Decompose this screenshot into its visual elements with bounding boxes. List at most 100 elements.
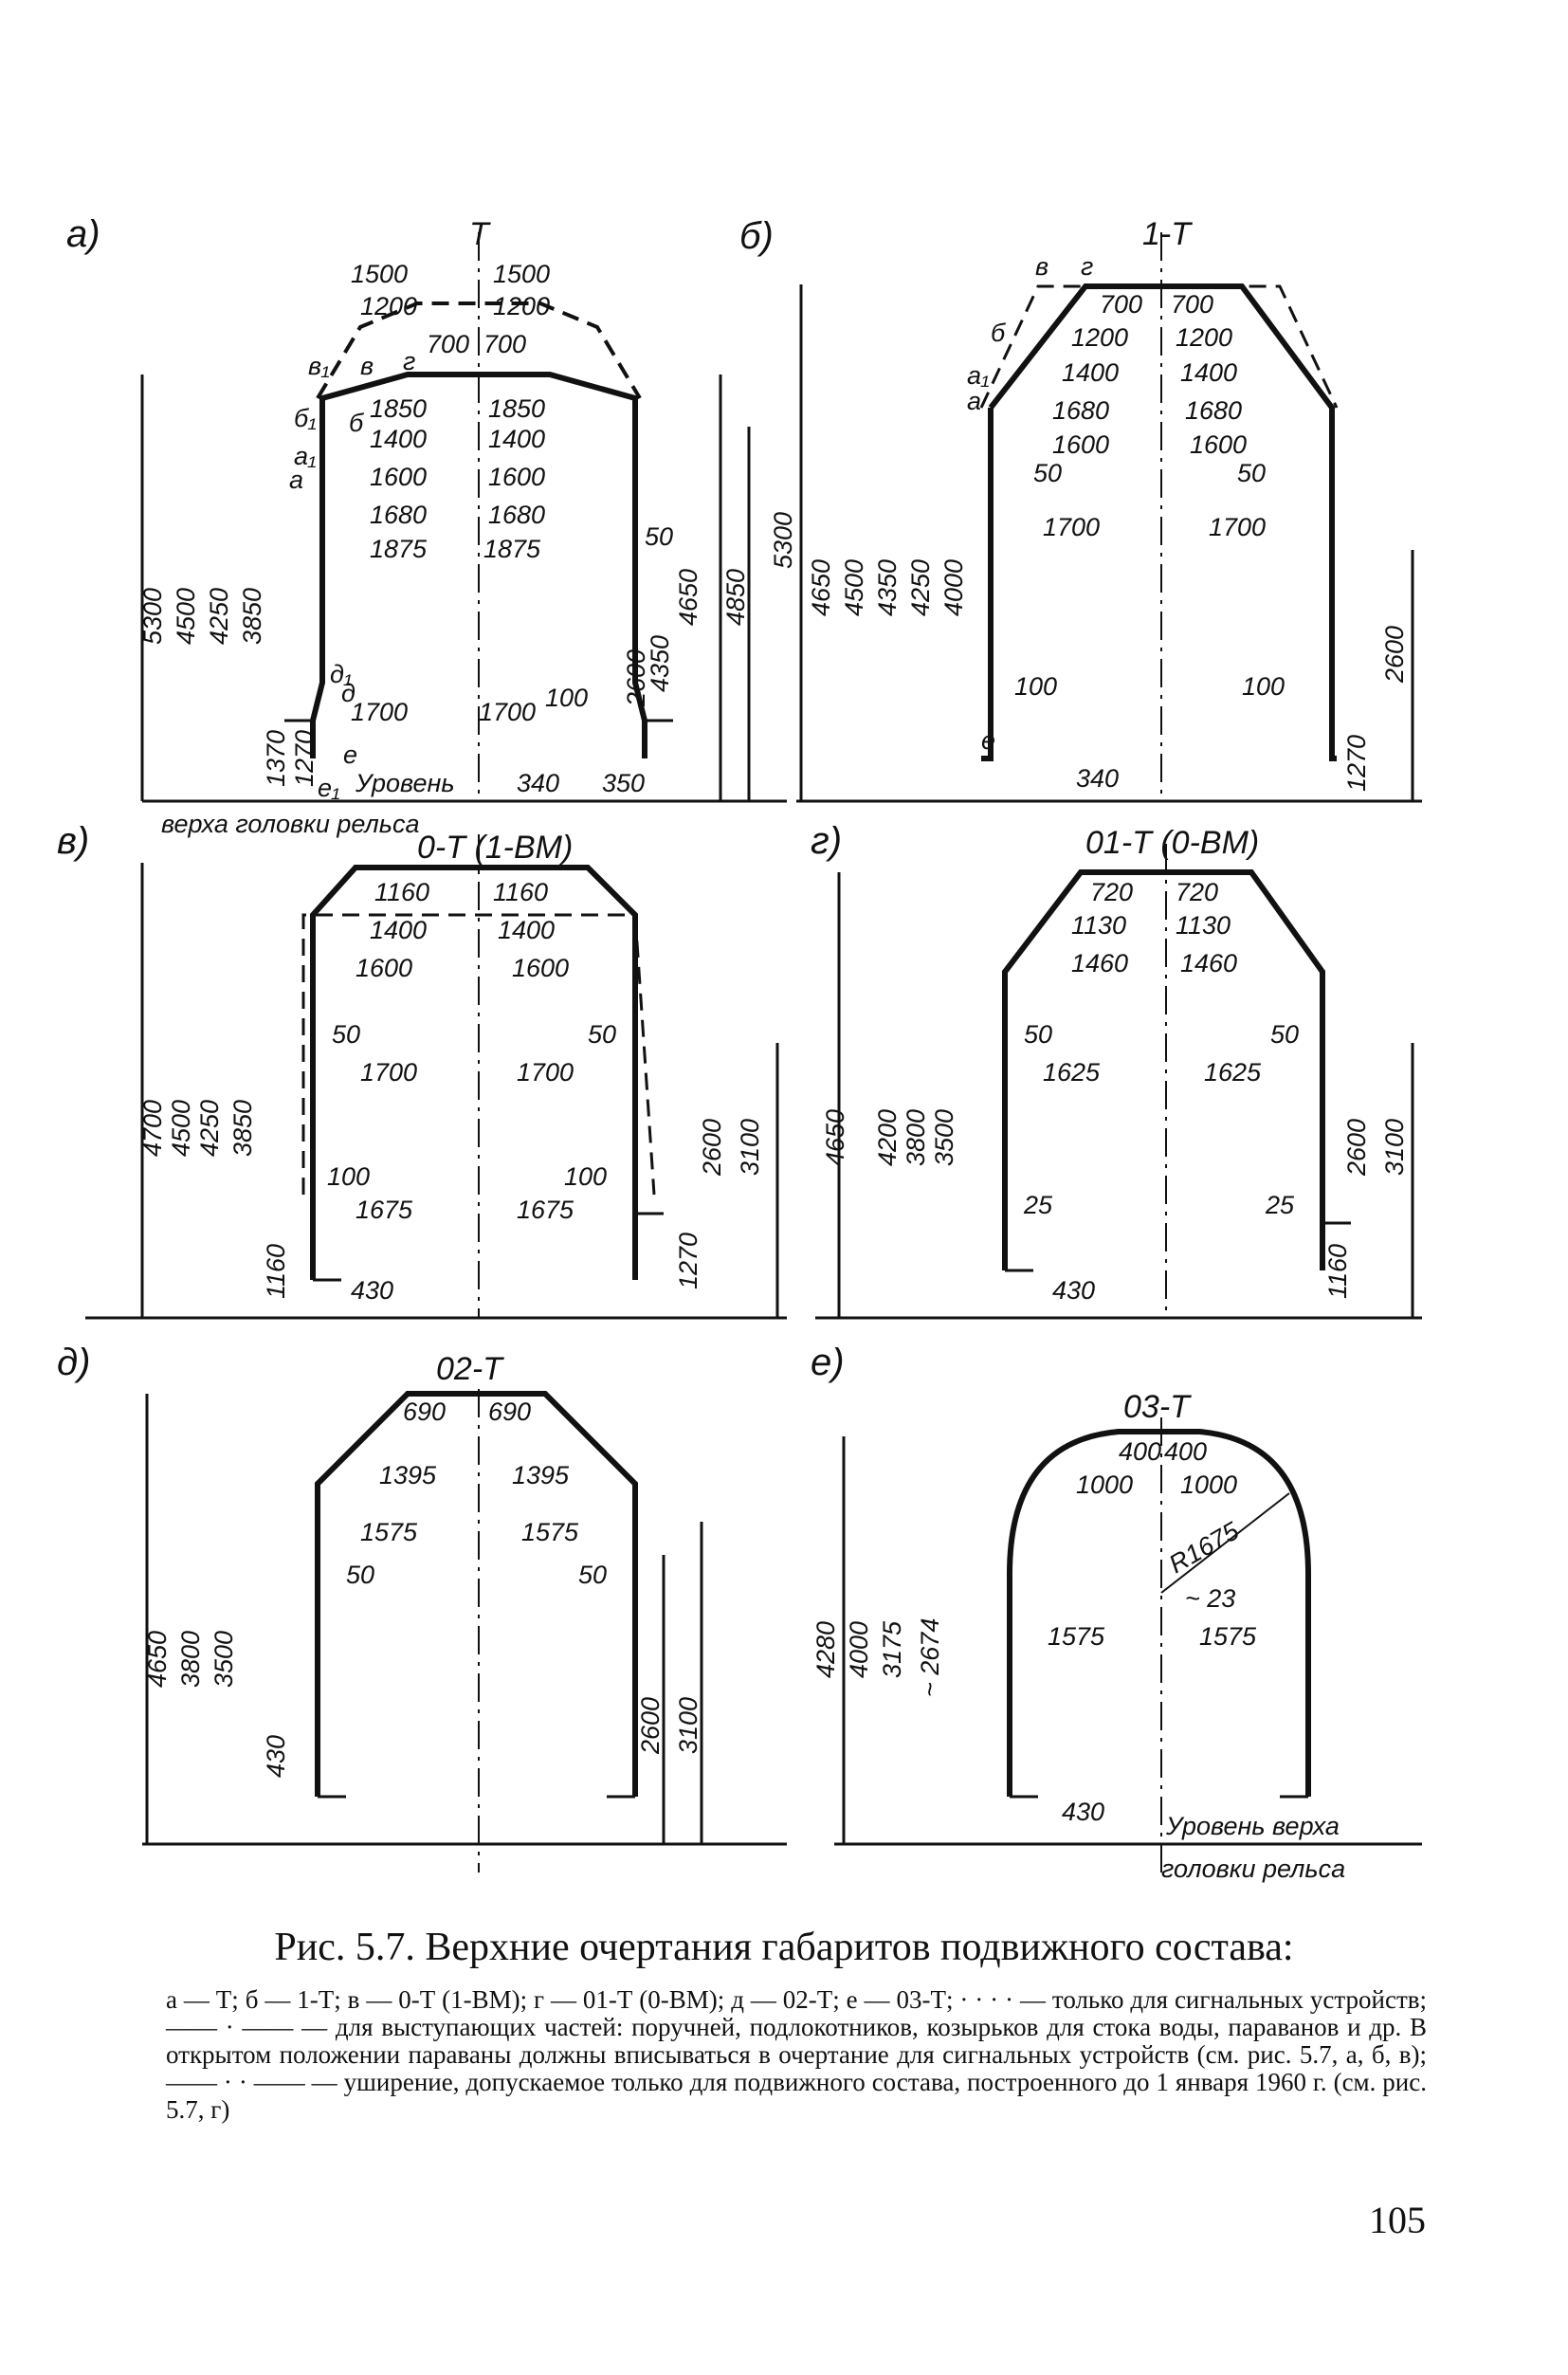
pt-a-a: а (289, 466, 303, 494)
dim-a-1700-r: 1700 (479, 698, 536, 726)
pt-b-g: г (1081, 252, 1093, 281)
h-v-1160: 1160 (262, 1244, 290, 1299)
pt-b-a1: а₁ (967, 361, 990, 390)
dim-b-100-r: 100 (1242, 672, 1285, 701)
h-b-4350: 4350 (873, 559, 902, 616)
dim-d-690-r: 690 (488, 1398, 531, 1426)
h-b-5300: 5300 (769, 512, 797, 569)
dim-b-1400-l: 1400 (1062, 358, 1119, 387)
dim-d-690-l: 690 (403, 1398, 446, 1426)
h-g-4200: 4200 (873, 1109, 902, 1166)
h-v-4700: 4700 (138, 1100, 167, 1157)
h-g-4650: 4650 (821, 1109, 849, 1166)
dim-g-720-l: 720 (1090, 878, 1133, 906)
gauge-figure: а) Т б) 1-Т в) 0-Т (1-ВМ) г) 01-Т (0-ВМ)… (57, 213, 1422, 1883)
h-a-4650: 4650 (674, 569, 702, 626)
dim-a-1500-l: 1500 (351, 260, 408, 288)
dim-b-700-r: 700 (1171, 290, 1213, 319)
dim-e-400-l: 400 (1119, 1437, 1161, 1466)
dim-v-100-l: 100 (327, 1162, 370, 1191)
dim-g-1625-r: 1625 (1204, 1058, 1262, 1087)
h-b-4650: 4650 (807, 559, 835, 616)
h-d-3800: 3800 (176, 1631, 205, 1688)
dim-v-1700-l: 1700 (360, 1058, 417, 1087)
h-b-1270: 1270 (1342, 735, 1371, 792)
dim-a-1200-r: 1200 (493, 292, 550, 320)
pt-a-a1: а₁ (294, 442, 317, 470)
h-a-4250: 4250 (205, 588, 233, 645)
dim-d-50-l: 50 (346, 1561, 374, 1589)
dim-e-400-r: 400 (1164, 1437, 1207, 1466)
dim-g-1625-l: 1625 (1043, 1058, 1101, 1087)
dim-v-1600-r: 1600 (512, 954, 569, 982)
panel-d-letter: д) (57, 1342, 90, 1383)
dim-b-700-l: 700 (1100, 290, 1142, 319)
dim-b-1400-r: 1400 (1180, 358, 1237, 387)
dim-d-1575-r: 1575 (521, 1518, 579, 1546)
dim-d-1395-l: 1395 (379, 1461, 437, 1489)
dim-a-1600-l: 1600 (370, 463, 427, 491)
dim-v-1600-l: 1600 (356, 954, 412, 982)
rail-label-a: Уровень (355, 769, 455, 797)
dim-b-340: 340 (1076, 764, 1119, 793)
rail-label-e-2: головки рельса (1161, 1854, 1345, 1883)
pt-a-e: е (343, 740, 357, 769)
dim-v-1675-r: 1675 (517, 1196, 574, 1224)
h-a-5300: 5300 (138, 588, 167, 645)
h-a-1370: 1370 (262, 730, 290, 787)
h-a-3850: 3850 (238, 588, 266, 645)
dim-v-1675-l: 1675 (356, 1196, 413, 1224)
dim-v-1400-l: 1400 (370, 916, 427, 944)
dim-a-1400-r: 1400 (488, 425, 545, 453)
panel-g-letter: г) (811, 820, 842, 862)
h-a-4350: 4350 (646, 635, 674, 692)
h-e-4000: 4000 (845, 1621, 873, 1678)
dim-a-1875-r: 1875 (483, 535, 541, 563)
panel-g-name: 01-Т (0-ВМ) (1085, 825, 1259, 861)
dim-e-r1675: R1675 (1164, 1516, 1245, 1579)
h-v-4250: 4250 (195, 1100, 224, 1157)
h-v-3100: 3100 (736, 1119, 764, 1176)
dim-a-1680-r: 1680 (488, 501, 545, 529)
dim-b-1600-r: 1600 (1190, 430, 1247, 459)
pt-a-v: в (360, 352, 374, 380)
dim-g-25-r: 25 (1265, 1191, 1295, 1219)
rail-label-a-2: верха головки рельса (161, 810, 419, 838)
dim-a-100: 100 (545, 684, 588, 712)
dim-b-1680-r: 1680 (1185, 396, 1242, 425)
dim-d-1395-r: 1395 (512, 1461, 570, 1489)
h-g-3500: 3500 (930, 1109, 958, 1166)
panel-e-letter: е) (811, 1342, 845, 1383)
panel-a-letter: а) (66, 213, 100, 255)
panel-d-name: 02-Т (436, 1351, 504, 1387)
dim-e-1575-r: 1575 (1199, 1622, 1257, 1651)
dim-b-50-l: 50 (1033, 459, 1062, 487)
dim-b-1200-l: 1200 (1071, 323, 1128, 352)
h-a-4500: 4500 (172, 588, 200, 645)
pt-b-b: б (991, 319, 1006, 347)
h-v-4500: 4500 (167, 1100, 195, 1157)
h-b-2600: 2600 (1380, 626, 1409, 684)
h-d-2600: 2600 (636, 1697, 665, 1755)
dim-a-1500-r: 1500 (493, 260, 550, 288)
dim-v-1700-r: 1700 (517, 1058, 574, 1087)
dim-a-350: 350 (602, 769, 645, 797)
h-d-430: 430 (262, 1735, 290, 1778)
h-b-4500: 4500 (840, 559, 868, 616)
dim-a-50: 50 (645, 522, 673, 551)
dim-g-720-r: 720 (1176, 878, 1218, 906)
dim-e-430: 430 (1062, 1798, 1104, 1826)
dim-a-1850-l: 1850 (370, 394, 427, 423)
page-number: 105 (1369, 2199, 1426, 2241)
dim-v-50-r: 50 (588, 1020, 616, 1049)
dim-g-1130-l: 1130 (1071, 911, 1126, 940)
dim-a-1700-l: 1700 (351, 698, 408, 726)
dim-a-1680-l: 1680 (370, 501, 427, 529)
dim-d-50-r: 50 (578, 1561, 607, 1589)
h-g-3800: 3800 (902, 1109, 930, 1166)
dim-a-700-l: 700 (427, 330, 469, 358)
pt-a-g: г (403, 347, 415, 375)
dim-e-1575-l: 1575 (1048, 1622, 1105, 1651)
dim-g-1460-r: 1460 (1180, 949, 1237, 977)
h-d-4650: 4650 (143, 1631, 172, 1688)
